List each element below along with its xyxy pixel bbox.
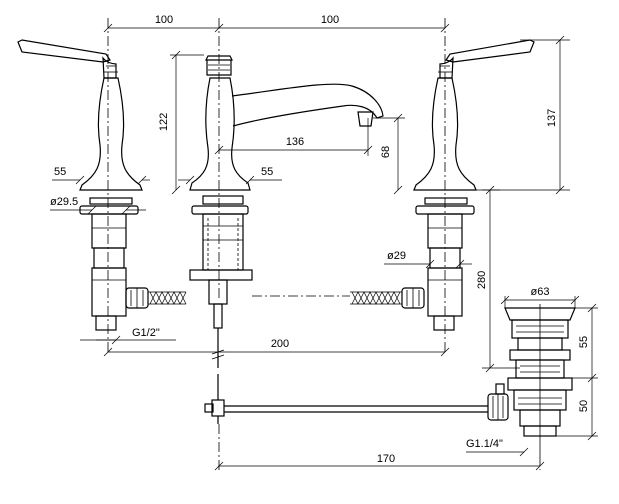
dimension-spout-base-label: 55 bbox=[261, 166, 273, 178]
dimension-waste-thread bbox=[466, 447, 529, 457]
dimension-waste-thread-label: G1.1/4" bbox=[466, 438, 503, 450]
dimension-waste-upper bbox=[572, 303, 598, 383]
right-handle bbox=[413, 39, 535, 191]
dimension-lever-base bbox=[52, 175, 150, 185]
pop-up-waste bbox=[487, 304, 576, 456]
dimension-spout-reach-label: 136 bbox=[286, 136, 304, 148]
dimension-diameter-right-label: ø29 bbox=[387, 250, 406, 262]
dimension-waste-upper-label: 55 bbox=[578, 336, 590, 348]
dimension-spout-base bbox=[178, 175, 282, 185]
dimension-thread-inlet-label: G1/2" bbox=[132, 327, 160, 339]
dimension-deck-thickness bbox=[482, 185, 520, 373]
dimension-waste-lower bbox=[556, 378, 598, 441]
dimension-rod-length-label: 170 bbox=[377, 453, 395, 465]
drain-pull-rod bbox=[204, 303, 488, 424]
dimension-spacing-right: 100 bbox=[321, 14, 339, 26]
left-hose-connector bbox=[125, 287, 187, 309]
dimension-outlet-height-label: 68 bbox=[380, 146, 392, 158]
left-handle bbox=[17, 39, 143, 191]
dimension-rod-length bbox=[214, 461, 545, 471]
dimension-spout-height-label: 122 bbox=[158, 113, 170, 131]
dimension-waste-diameter bbox=[500, 295, 580, 308]
center-lines bbox=[107, 18, 541, 470]
dimension-centers-overall-label: 200 bbox=[271, 338, 289, 350]
dimension-diameter-left-label: ø29.5 bbox=[50, 196, 78, 208]
dimension-waste-diameter-label: ø63 bbox=[531, 286, 550, 298]
spout-base-body bbox=[189, 195, 253, 305]
left-valve-body bbox=[79, 197, 139, 331]
dimension-diameter-left bbox=[50, 205, 146, 215]
dimension-handle-height-label: 137 bbox=[546, 109, 558, 127]
dimension-spout-reach bbox=[214, 118, 373, 156]
dimension-outlet-height bbox=[373, 113, 405, 195]
dimension-diameter-right bbox=[384, 259, 472, 269]
dimension-spout-height bbox=[170, 50, 204, 195]
right-hose-connector bbox=[350, 287, 425, 309]
dimension-thread-inlet bbox=[80, 335, 176, 345]
dimension-spacing-left: 100 bbox=[155, 14, 173, 26]
dimension-lever-base-label: 55 bbox=[54, 166, 66, 178]
dimension-centers-overall bbox=[103, 347, 450, 357]
dimension-waste-lower-label: 50 bbox=[578, 400, 590, 412]
dimension-spacing-top bbox=[103, 23, 450, 33]
dimension-deck-thickness-label: 280 bbox=[476, 271, 488, 289]
